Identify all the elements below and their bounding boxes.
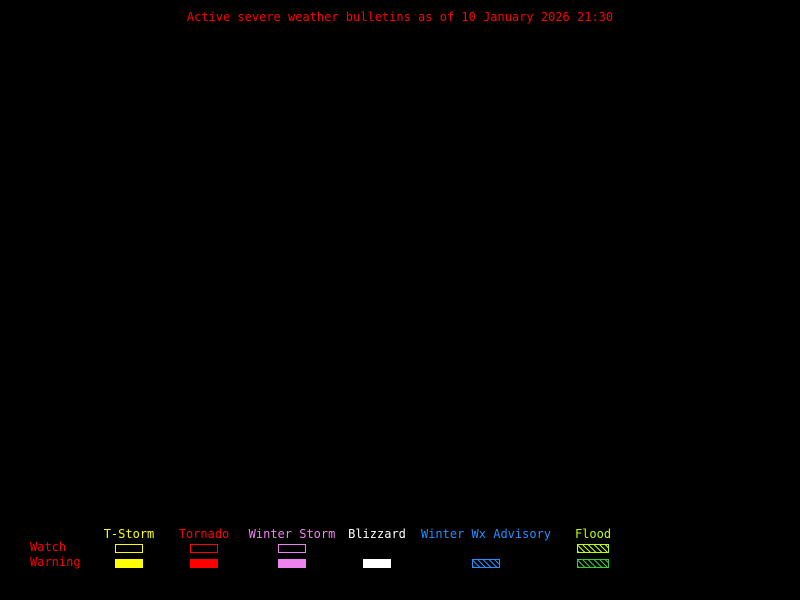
tornado-watch-swatch	[190, 544, 218, 553]
warning-row-label: Warning	[30, 555, 81, 569]
legend: Watch Warning T-Storm Tornado Winter Sto…	[0, 528, 800, 600]
legend-label-blizzard: Blizzard	[348, 527, 406, 541]
legend-column-tornado: Tornado	[176, 528, 232, 568]
flood-warning-swatch	[577, 559, 609, 568]
winter-wx-advisory-warning-swatch	[472, 559, 500, 568]
legend-label-winter-storm: Winter Storm	[248, 527, 336, 541]
flood-watch-swatch	[577, 544, 609, 553]
blizzard-warning-swatch	[363, 559, 391, 568]
winter-storm-warning-swatch	[278, 559, 306, 568]
page-title: Active severe weather bulletins as of 10…	[186, 10, 614, 24]
legend-label-winter-wx-advisory: Winter Wx Advisory	[420, 527, 552, 541]
bulletin-map-area	[0, 0, 800, 528]
tstorm-warning-swatch	[115, 559, 143, 568]
legend-column-winter-storm: Winter Storm	[248, 528, 336, 568]
legend-column-blizzard: Blizzard	[346, 528, 408, 568]
legend-column-flood: Flood	[570, 528, 616, 568]
legend-column-winter-wx-advisory: Winter Wx Advisory	[420, 528, 552, 568]
legend-label-flood: Flood	[574, 527, 612, 541]
tornado-warning-swatch	[190, 559, 218, 568]
watch-row-label: Watch	[30, 540, 67, 554]
legend-label-tstorm: T-Storm	[103, 527, 155, 541]
tstorm-watch-swatch	[115, 544, 143, 553]
legend-label-tornado: Tornado	[178, 527, 230, 541]
legend-column-tstorm: T-Storm	[101, 528, 157, 568]
winter-storm-watch-swatch	[278, 544, 306, 553]
